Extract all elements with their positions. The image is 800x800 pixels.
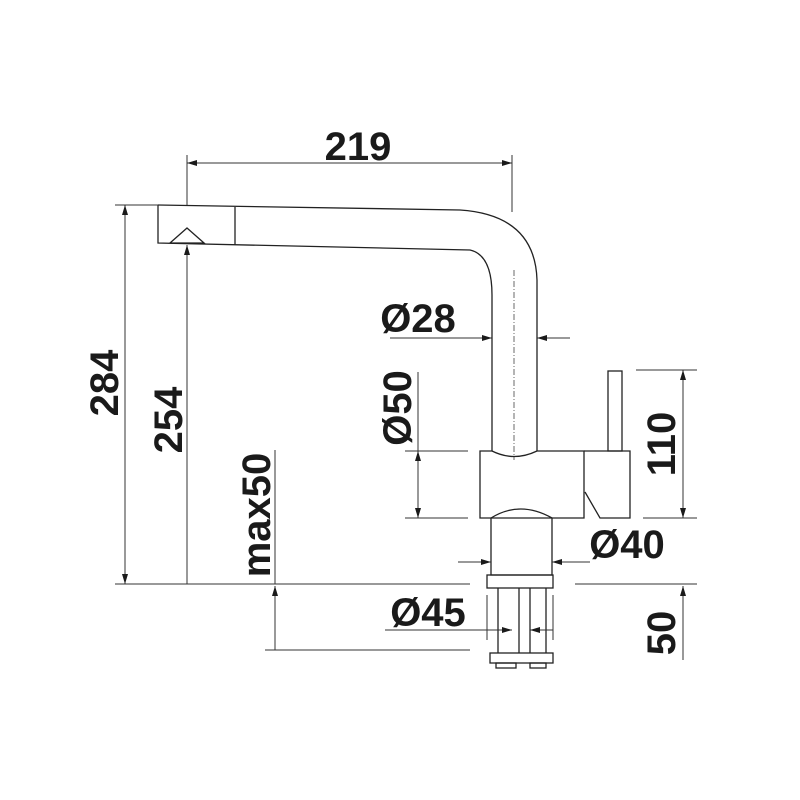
- dim-total-height: 284: [83, 349, 127, 416]
- dimension-lines: [122, 160, 686, 660]
- lever-block: [584, 450, 631, 519]
- dim-shank-length: 50: [640, 611, 684, 656]
- dim-spout-reach: 219: [325, 125, 392, 169]
- dim-spout-diameter: Ø28: [380, 297, 456, 341]
- faucet-body: [479, 450, 585, 519]
- base-flange: [486, 574, 554, 589]
- faucet-outline: [157, 204, 631, 669]
- dim-mounting-hole: Ø45: [390, 591, 466, 635]
- dim-base-diameter: Ø40: [589, 523, 665, 567]
- dim-body-diameter: Ø50: [376, 370, 420, 446]
- dim-spout-height: 254: [147, 386, 191, 453]
- base-stem: [490, 508, 553, 576]
- dim-max-deck: max50: [235, 453, 279, 578]
- lever-rod: [607, 370, 623, 452]
- spout-outer: [157, 204, 538, 451]
- aerator: [168, 227, 206, 244]
- mounting-plate: [489, 652, 554, 664]
- spout-inner: [157, 205, 493, 451]
- dim-lever-height: 110: [640, 412, 684, 477]
